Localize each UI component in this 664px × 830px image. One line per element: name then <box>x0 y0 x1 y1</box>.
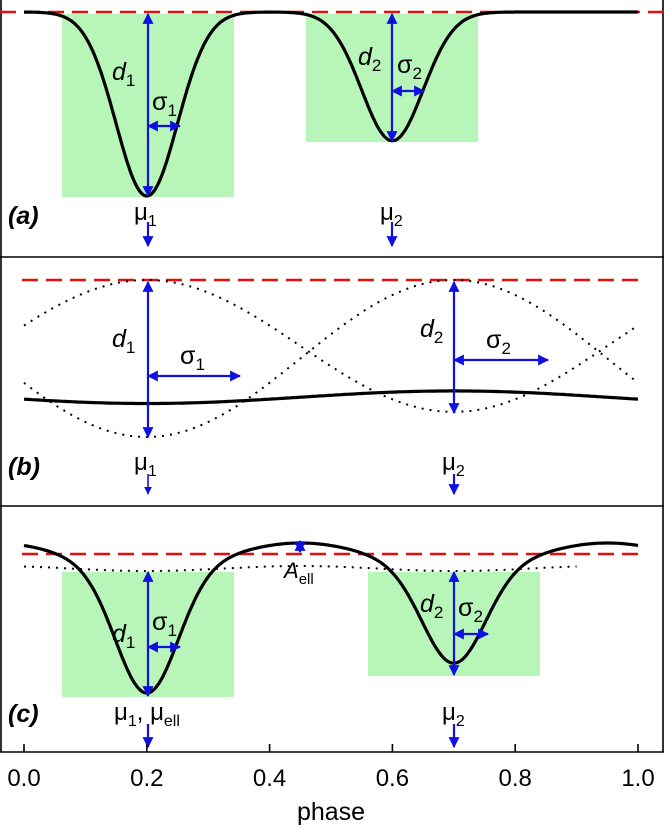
depth-label-1: d1 <box>112 325 135 357</box>
light-curve <box>23 541 639 695</box>
aell-label: Aell <box>282 558 314 588</box>
component-curve-2 <box>23 279 639 413</box>
panel-frame <box>0 0 664 753</box>
panel-c: Aell d1 σ1 d2 σ2 (c) μ1, μell μ2 <box>8 539 640 749</box>
width-label-2: σ2 <box>486 326 511 358</box>
x-tick-label: 0.8 <box>499 765 532 792</box>
light-curve <box>23 389 639 406</box>
light-curve <box>24 10 638 198</box>
x-tick-label: 0.0 <box>7 765 40 792</box>
panel-label: (c) <box>8 700 39 728</box>
mu-label-1: μ1 <box>134 449 157 480</box>
width-label-1: σ1 <box>180 342 205 374</box>
panel-a: d1 σ1 d2 σ2 (a) μ1 μ2 <box>0 10 664 248</box>
depth-label-2: d2 <box>420 315 443 347</box>
x-axis-label: phase <box>297 798 365 826</box>
x-tick-label: 0.2 <box>130 765 163 792</box>
panel-label: (a) <box>8 202 39 230</box>
component-curve-1 <box>23 279 639 438</box>
mu-label-1: μ1 <box>134 199 157 230</box>
panel-b: d1 σ1 d2 σ2 (b) μ1 μ2 <box>8 278 640 496</box>
x-axis: 0.0 0.2 0.4 0.6 0.8 1.0 <box>7 744 655 792</box>
x-tick-label: 1.0 <box>621 765 654 792</box>
x-tick-label: 0.4 <box>253 765 286 792</box>
x-tick-label: 0.6 <box>376 765 409 792</box>
panel-label: (b) <box>8 453 40 481</box>
